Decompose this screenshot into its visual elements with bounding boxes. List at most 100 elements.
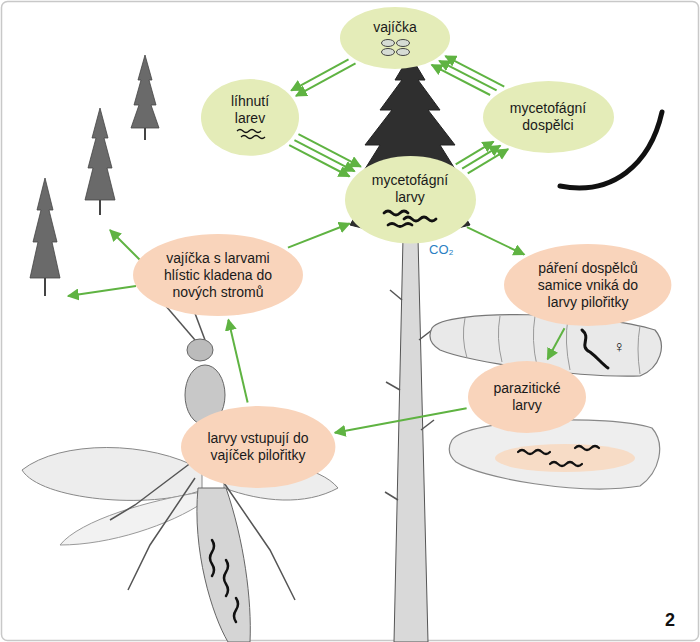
branch-stub [386,382,400,390]
woodwasp [22,300,338,642]
node-text: líhnutí larev [219,93,281,127]
egg-icon [382,40,395,47]
ellipse-fill [345,156,476,244]
cycle-arrow [228,320,247,403]
larva-segment [638,326,640,374]
cycle-arrow [468,149,508,173]
cycle-arrow [439,61,496,91]
nematodes-in-wasp [210,540,238,622]
ellipse-fill [201,79,299,156]
cycle-ellipse: vajíčka s larvami hlístic kladena do nov… [132,233,304,317]
cycle-arrow [289,145,349,176]
nematode-larva [224,560,228,596]
ellipse-fill [483,81,614,153]
ellipse-fill [181,406,335,488]
nematode-larva [210,540,214,576]
arrow-to-trees [110,230,140,260]
ellipse-fill [468,361,586,433]
cycle-ellipse: parazitické larvy [467,360,587,434]
cycle-arrow [296,63,356,95]
cycle-ellipse: páření dospělců samice vniká do larvy pi… [503,243,672,327]
icon-space [373,36,417,56]
nematode-larva [550,462,582,466]
nematode-larva [234,598,238,622]
wasp-leg [110,462,192,520]
sex-symbol: ♀ [612,338,626,356]
egg-icon [397,49,410,56]
hatchling-icon [241,136,265,139]
figure-number: 2 [664,610,676,631]
node-text: vajíčka s larvami hlístic kladena do nov… [158,250,278,301]
node-text: mycetofágní larvy [365,172,455,206]
wasp-wing [60,492,204,545]
larva-segment [498,316,502,362]
node-content: larvy vstupují do vajíček pilořitky [204,430,312,464]
hatchling-icon [237,130,261,133]
cycle-arrow [298,134,360,166]
cycle-ellipse: mycetofágní dospělci [482,80,615,154]
young-tree [30,178,60,278]
parasitized-larva [449,420,659,489]
node-content: mycetofágní dospělci [503,100,593,134]
cycle-arrow [294,140,354,171]
cycle-arrow [456,142,494,165]
ellipse-fill [133,234,303,316]
larva-icon [384,211,408,215]
tree-trunk [99,200,101,215]
nematode-larva [518,450,550,454]
wasp-leg [222,480,295,600]
node-text: páření dospělců samice vniká do larvy pi… [529,260,647,311]
cycle-arrow [548,328,565,359]
branch-stub [385,492,398,500]
cycle-arrow [291,59,348,90]
larva-icon [404,217,436,221]
node-text: vajíčka [373,19,417,36]
tree-trunk [394,238,428,642]
young-tree [131,55,159,128]
tree-trunk [44,278,46,296]
ellipse-fill [504,244,671,326]
hatchling-icons [237,130,265,139]
node-text: parazitické larvy [487,380,567,414]
egg-icon [382,49,395,56]
larva-icons [384,211,436,227]
branch-stubs [385,290,434,500]
node-text: mycetofágní dospělci [503,100,593,134]
egg-icons [382,40,410,56]
young-tree [85,108,115,200]
ellipse-shape [339,6,451,70]
node-content: líhnutí larev [219,93,281,141]
branch-stub [390,290,402,300]
cycle-arrow [445,56,504,86]
cycle-arrow [288,224,350,248]
wasp-abdomen [197,488,250,642]
larva-segment [566,318,570,370]
node-content: mycetofágní larvy [365,172,455,228]
cycle-arrow [462,146,500,169]
arrow-to-trees [68,286,136,296]
parasitic-larvae [518,446,599,466]
branch-stub [419,330,432,340]
node-content: vajíčka s larvami hlístic kladena do nov… [158,250,278,301]
node-content: parazitické larvy [487,380,567,414]
ellipse-fill [340,7,450,69]
cycle-ellipse: vajíčka [339,6,451,70]
female-nematode [582,330,608,368]
cycle-ellipse: larvy vstupují do vajíček pilořitky [180,405,336,489]
cycle-ellipse: líhnutí larev [200,78,300,157]
wasp-wing [22,448,202,501]
tree-trunk [144,128,146,140]
cycle-arrow [467,227,524,254]
cycle-arrow [432,65,491,95]
nematode-larva [575,446,599,450]
icon-space [365,206,455,228]
cycle-ellipse: mycetofágní larvy [344,155,477,245]
larva-icon [388,224,412,227]
wasp-head [187,339,213,361]
wasp-leg [128,478,195,590]
icon-space [219,127,281,141]
cycle-arrow [335,408,467,432]
